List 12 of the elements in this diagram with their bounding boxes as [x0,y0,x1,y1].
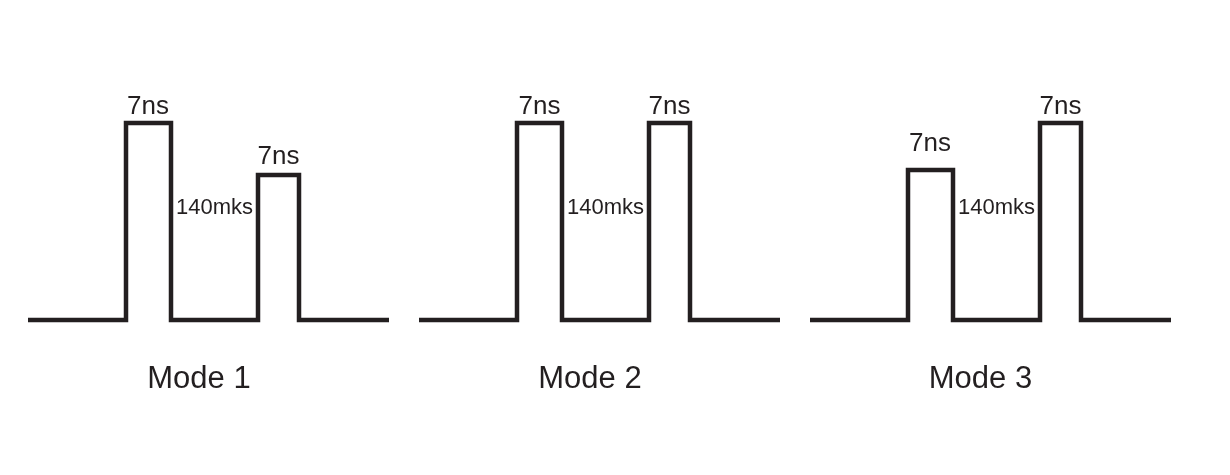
mode-label: Mode 2 [538,361,642,393]
mode-label: Mode 1 [147,361,251,393]
pulse-width-label: 7ns [909,129,951,155]
pulse-width-label: 7ns [518,92,561,118]
pulse-width-label: 7ns [1039,92,1082,118]
mode-label: Mode 3 [928,361,1033,393]
pulse-width-label: 7ns [648,92,691,118]
pulse-interval-label: 140mks [958,196,1035,219]
pulse-interval-label: 140mks [567,196,644,219]
pulse-width-label: 7ns [127,92,169,118]
pulse-interval-label: 140mks [176,196,253,219]
pulse-width-label: 7ns [257,142,300,168]
